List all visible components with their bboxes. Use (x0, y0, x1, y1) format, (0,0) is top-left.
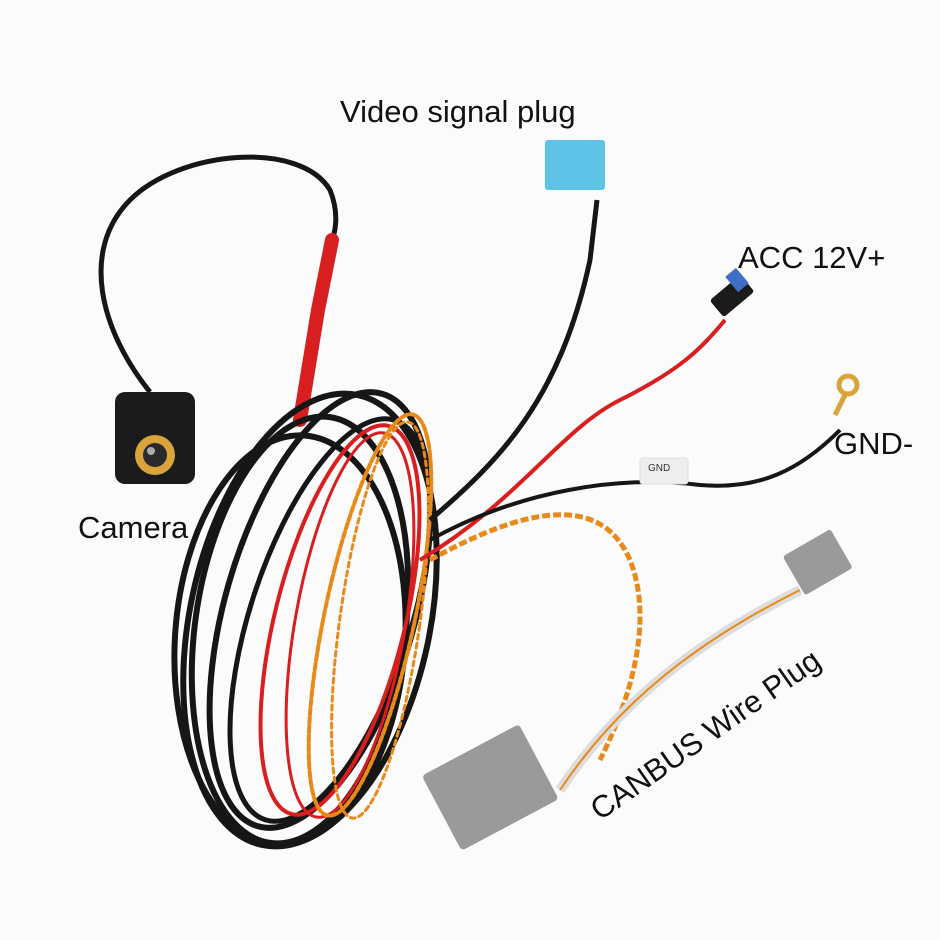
camera-label: Camera (78, 510, 189, 545)
canbus-orange-stripe (559, 589, 801, 791)
cable-coil (171, 389, 440, 850)
camera-cable (98, 154, 339, 394)
video-signal-plug-label: Video signal plug (340, 94, 576, 129)
video-signal-plug (545, 140, 605, 190)
canbus-plug-small (783, 530, 852, 595)
camera (115, 392, 195, 484)
acc-label: ACC 12V+ (738, 240, 886, 275)
gnd-tape-text: GND (648, 463, 671, 474)
fuse (725, 267, 749, 293)
gnd-wire (429, 428, 842, 542)
canbus-orange-twisted (428, 512, 643, 762)
terminal-shank (832, 393, 848, 417)
gnd-label: GND- (834, 426, 914, 461)
ring-terminal (836, 373, 860, 397)
gnd-tape (639, 457, 689, 485)
canbus-plug-large (423, 725, 558, 850)
red-connector (293, 233, 339, 427)
video-cable (428, 199, 600, 522)
